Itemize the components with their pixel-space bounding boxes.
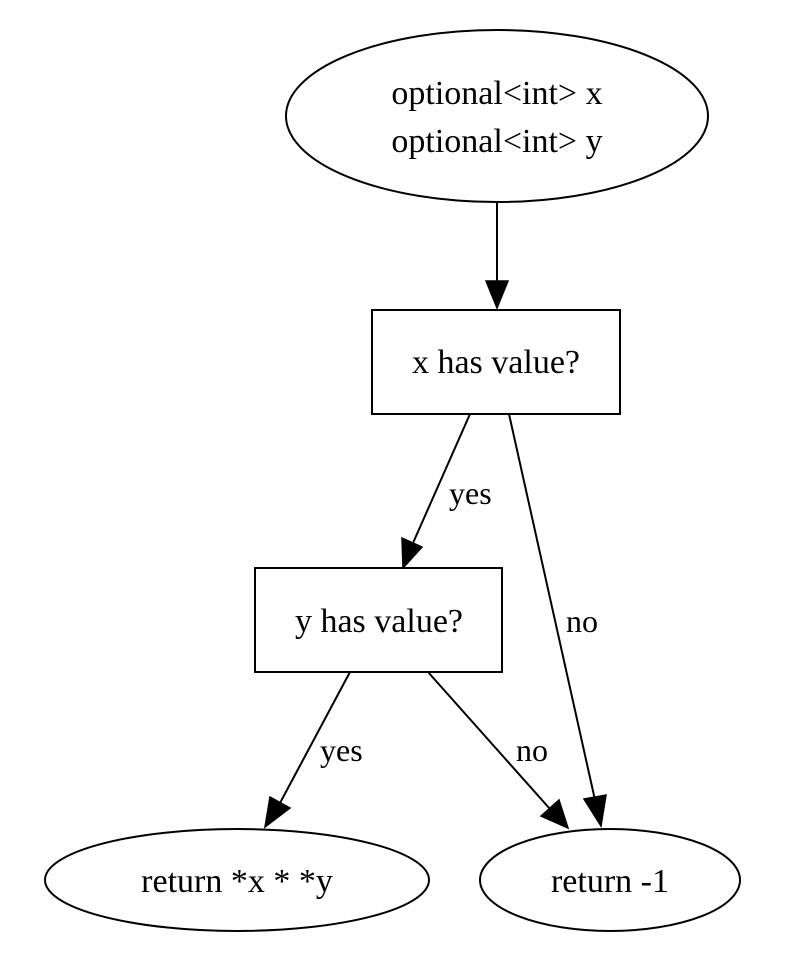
edge-y-no-line — [427, 671, 551, 810]
edge-start-to-x-check — [484, 202, 510, 310]
edge-y-no: no — [427, 671, 570, 830]
edge-x-yes-label: yes — [449, 475, 492, 511]
edge-y-yes-line — [279, 671, 351, 804]
edge-x-no: no — [508, 413, 607, 829]
edge-x-no-line — [508, 413, 596, 801]
y-check-node-shape — [254, 567, 503, 673]
edge-x-yes-line — [412, 413, 471, 544]
edge-y-no-arrowhead — [539, 798, 570, 830]
start-node-shape — [285, 29, 709, 203]
x-check-node-shape — [371, 309, 621, 415]
x-check-node-label: x has value? — [412, 344, 580, 381]
edge-y-yes-arrowhead — [263, 795, 292, 829]
return-product-node-label: return *x * *y — [141, 863, 333, 900]
edge-x-no-label: no — [566, 603, 598, 639]
y-check-node: y has value? — [254, 567, 503, 673]
return-neg-node: return -1 — [479, 828, 741, 932]
edge-start-to-x-check-arrowhead — [484, 280, 510, 310]
edge-x-yes-arrowhead — [401, 536, 424, 570]
start-node: optional<int> x optional<int> y — [285, 29, 709, 203]
start-node-line2: optional<int> y — [391, 123, 602, 160]
edge-x-yes: yes — [401, 413, 492, 570]
x-check-node: x has value? — [371, 309, 621, 415]
return-product-node-shape — [44, 828, 430, 932]
edge-y-yes-label: yes — [320, 732, 363, 768]
return-product-node: return *x * *y — [44, 828, 430, 932]
edge-y-yes: yes — [263, 671, 363, 829]
y-check-node-label: y has value? — [295, 603, 463, 640]
edge-y-no-label: no — [516, 732, 548, 768]
start-node-line1: optional<int> x — [391, 75, 602, 112]
edge-x-no-arrowhead — [582, 794, 607, 829]
return-neg-node-shape — [479, 828, 741, 932]
return-neg-node-label: return -1 — [551, 863, 669, 900]
